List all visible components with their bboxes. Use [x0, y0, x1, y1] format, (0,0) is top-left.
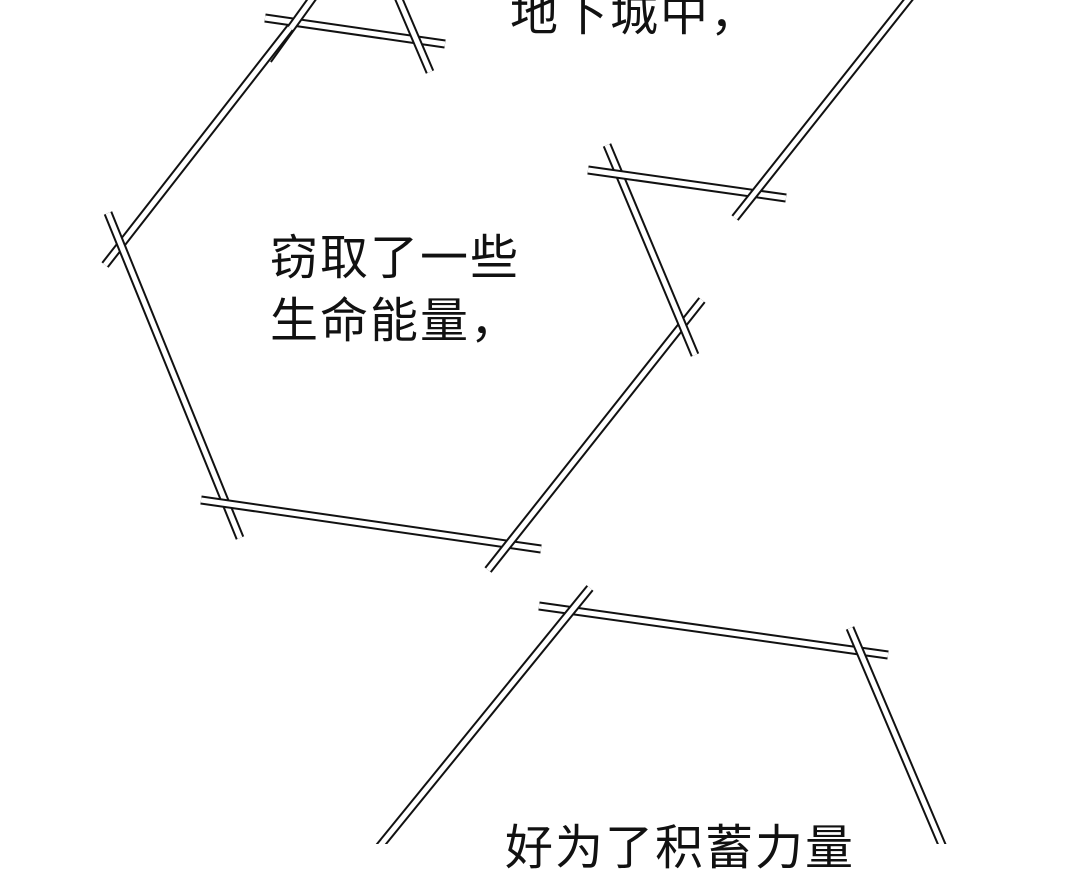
- frame-bar-fill: [538, 603, 889, 658]
- frame-bar: [731, 0, 914, 221]
- frame-bar: [538, 601, 889, 660]
- frame-bar-fill: [200, 497, 542, 552]
- frame-bar-fill: [604, 144, 698, 356]
- frame-bar-fill: [378, 586, 592, 844]
- crossed-line-frames: [101, 0, 947, 844]
- frame-bar-fill: [105, 212, 243, 539]
- frame-bar: [845, 626, 947, 844]
- frame-bar: [484, 297, 706, 573]
- frame-bar: [394, 0, 435, 74]
- caption-middle-line-1: 窃取了一些: [270, 230, 521, 286]
- frame-bar: [103, 211, 245, 540]
- comic-panel: 地下城中， 窃取了一些 生命能量， 好为了积蓄力量: [101, 0, 947, 876]
- caption-middle-line-2: 生命能量，: [270, 293, 521, 349]
- frame-bar-fill: [847, 627, 945, 844]
- frame-bar: [602, 143, 700, 357]
- frame-bar: [200, 495, 542, 554]
- caption-bottom-partial: 好为了积蓄力量: [505, 820, 856, 876]
- caption-top: 地下城中，: [510, 0, 761, 42]
- frame-bar-fill: [733, 0, 912, 220]
- frame-bar: [101, 25, 294, 268]
- frame-bar-fill: [486, 298, 704, 572]
- frame-bar-fill: [396, 0, 433, 73]
- frame-bar: [375, 585, 594, 844]
- frame-bar-fill: [103, 26, 292, 267]
